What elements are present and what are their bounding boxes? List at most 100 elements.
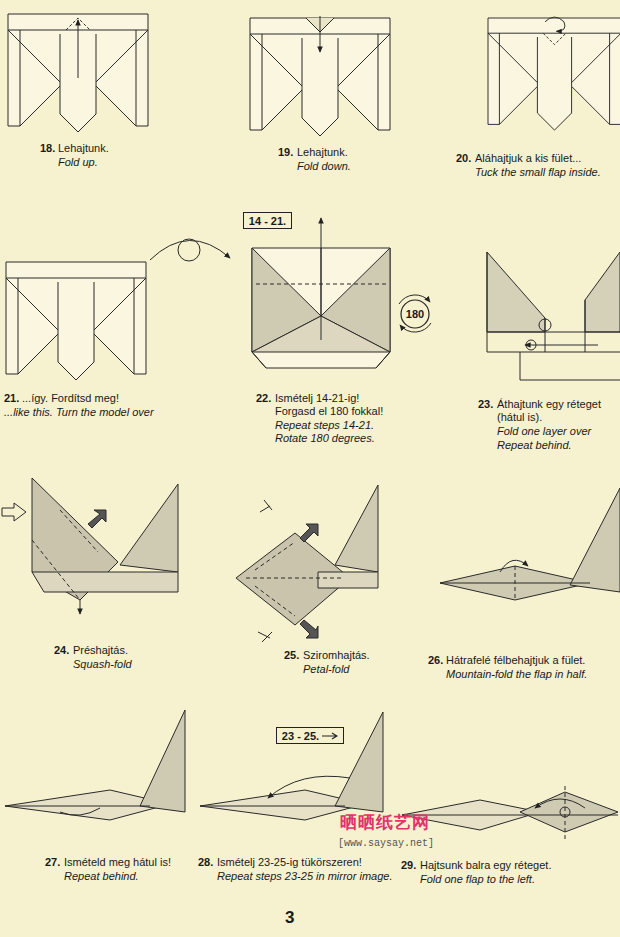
step-number: 28. <box>198 856 213 869</box>
rotation-circle-shape <box>401 300 429 328</box>
step-23-figure-part <box>487 252 620 380</box>
step-20-figure-part <box>488 33 620 124</box>
direction-arrow-path <box>322 733 337 739</box>
step-number: 24. <box>54 644 69 657</box>
english-caption: Repeat behind. <box>64 870 139 883</box>
step-range-text: 23 - 25. <box>282 730 319 742</box>
step-range-text: 180 <box>406 308 424 320</box>
turn-over-arrow-part <box>178 239 200 261</box>
step-26-figure <box>440 488 620 600</box>
step-28-figure <box>200 712 383 820</box>
english-caption: Squash-fold <box>73 658 132 671</box>
rotation-circle: 180 <box>400 299 430 329</box>
step-18-figure-part <box>78 20 79 78</box>
step-25-figure-part <box>300 524 318 542</box>
step-21-figure-part <box>6 278 146 374</box>
watermark-url: [www.saysay.net] <box>338 838 434 850</box>
step-range-box: 23 - 25. <box>276 727 344 744</box>
step-20-figure <box>488 17 620 130</box>
step-18-figure-part <box>8 14 148 132</box>
hungarian-caption: Forgasd el 180 fokkal! <box>275 405 383 418</box>
english-caption: Repeat behind. <box>497 439 572 452</box>
step-24-figure <box>2 478 178 614</box>
step-24-figure-part <box>88 510 106 528</box>
hungarian-caption: Hajtsunk balra egy réteget. <box>420 859 551 872</box>
step-29-figure-part <box>535 799 585 808</box>
step-20-figure-part <box>545 17 565 31</box>
step-range-box: 14 - 21. <box>243 212 292 229</box>
english-caption: Mountain-fold the flap in half. <box>446 668 587 681</box>
step-23-figure-part <box>526 340 536 350</box>
hungarian-caption: Áthajtunk egy réteget <box>497 398 601 411</box>
step-number: 20. <box>456 152 471 165</box>
hungarian-caption: ...így. Fordítsd meg! <box>22 392 119 405</box>
step-29-figure-part <box>402 815 618 816</box>
step-20-figure-part <box>543 33 566 44</box>
hungarian-caption: Ismételj 23-25-ig tükörszeren! <box>217 856 362 869</box>
step-22-figure <box>252 218 390 368</box>
hungarian-caption: Sziromhajtás. <box>303 649 370 662</box>
step-number: 27. <box>45 856 60 869</box>
hungarian-caption: Préshajtás. <box>73 644 128 657</box>
step-29-figure-part <box>565 786 566 840</box>
english-caption: Tuck the small flap inside. <box>475 166 601 179</box>
step-number: 21. <box>4 392 19 405</box>
step-19-figure-part <box>320 16 321 52</box>
english-caption: Repeat steps 23-25 in mirror image. <box>217 870 392 883</box>
hungarian-caption: Ismételj 14-21-ig! <box>275 392 359 405</box>
step-24-figure-part <box>80 600 81 614</box>
step-25-figure-part <box>300 620 318 638</box>
step-23-figure-part <box>539 319 551 331</box>
direction-arrow <box>322 732 338 740</box>
english-caption: Repeat steps 14-21. <box>275 419 374 432</box>
step-21-figure-part <box>6 262 146 380</box>
step-25-figure-part <box>258 500 272 642</box>
step-21-figure <box>6 262 146 380</box>
step-26-figure-part <box>500 560 528 572</box>
step-26-figure-part <box>515 566 516 600</box>
step-27-figure-part <box>5 806 150 815</box>
step-29-figure <box>402 786 618 840</box>
step-27-figure <box>5 710 185 820</box>
english-caption: Fold one flap to the left. <box>420 873 535 886</box>
step-25-figure-part <box>335 485 378 572</box>
rotate-symbol <box>399 295 431 332</box>
hungarian-caption: (hátul is). <box>497 411 542 424</box>
step-25-figure <box>236 485 378 642</box>
step-range-text: 14 - 21. <box>249 215 286 227</box>
step-23-figure <box>487 252 620 380</box>
step-20-figure-part <box>488 18 620 130</box>
step-28-figure-part <box>268 776 350 798</box>
step-24-figure-part <box>120 484 178 572</box>
step-number: 19. <box>278 146 293 159</box>
step-number: 29. <box>401 859 416 872</box>
step-number: 25. <box>284 649 299 662</box>
hungarian-caption: Lehajtunk. <box>297 146 348 159</box>
step-24-figure-part <box>2 503 26 521</box>
step-number: 23. <box>478 398 493 411</box>
step-23-figure-part <box>585 252 620 332</box>
watermark: 晒晒纸艺网 <box>340 812 430 832</box>
hungarian-caption: Hátrafelé félbehajtjuk a fület. <box>446 654 585 667</box>
page-number: 3 <box>285 908 294 928</box>
english-caption: Petal-fold <box>303 663 349 676</box>
step-28-figure-part <box>200 806 345 807</box>
step-number: 26. <box>428 654 443 667</box>
english-caption: ...like this. Turn the model over <box>4 406 154 419</box>
turn-over-arrow <box>150 239 230 261</box>
english-caption: Fold one layer over <box>497 425 591 438</box>
step-25-figure-part <box>246 542 344 616</box>
step-27-figure-part <box>140 710 185 812</box>
step-22-figure-part <box>321 218 322 340</box>
step-26-figure-part <box>570 488 620 592</box>
step-19-figure <box>250 16 390 136</box>
step-26-figure-part <box>440 566 590 600</box>
english-caption: Fold down. <box>297 160 351 173</box>
step-29-figure-part <box>560 807 570 817</box>
step-number: 18. <box>40 142 55 155</box>
hungarian-caption: Ismételd meg hátul is! <box>64 856 171 869</box>
step-18-figure <box>8 14 148 132</box>
hungarian-caption: Aláhajtjuk a kis fület... <box>475 152 581 165</box>
